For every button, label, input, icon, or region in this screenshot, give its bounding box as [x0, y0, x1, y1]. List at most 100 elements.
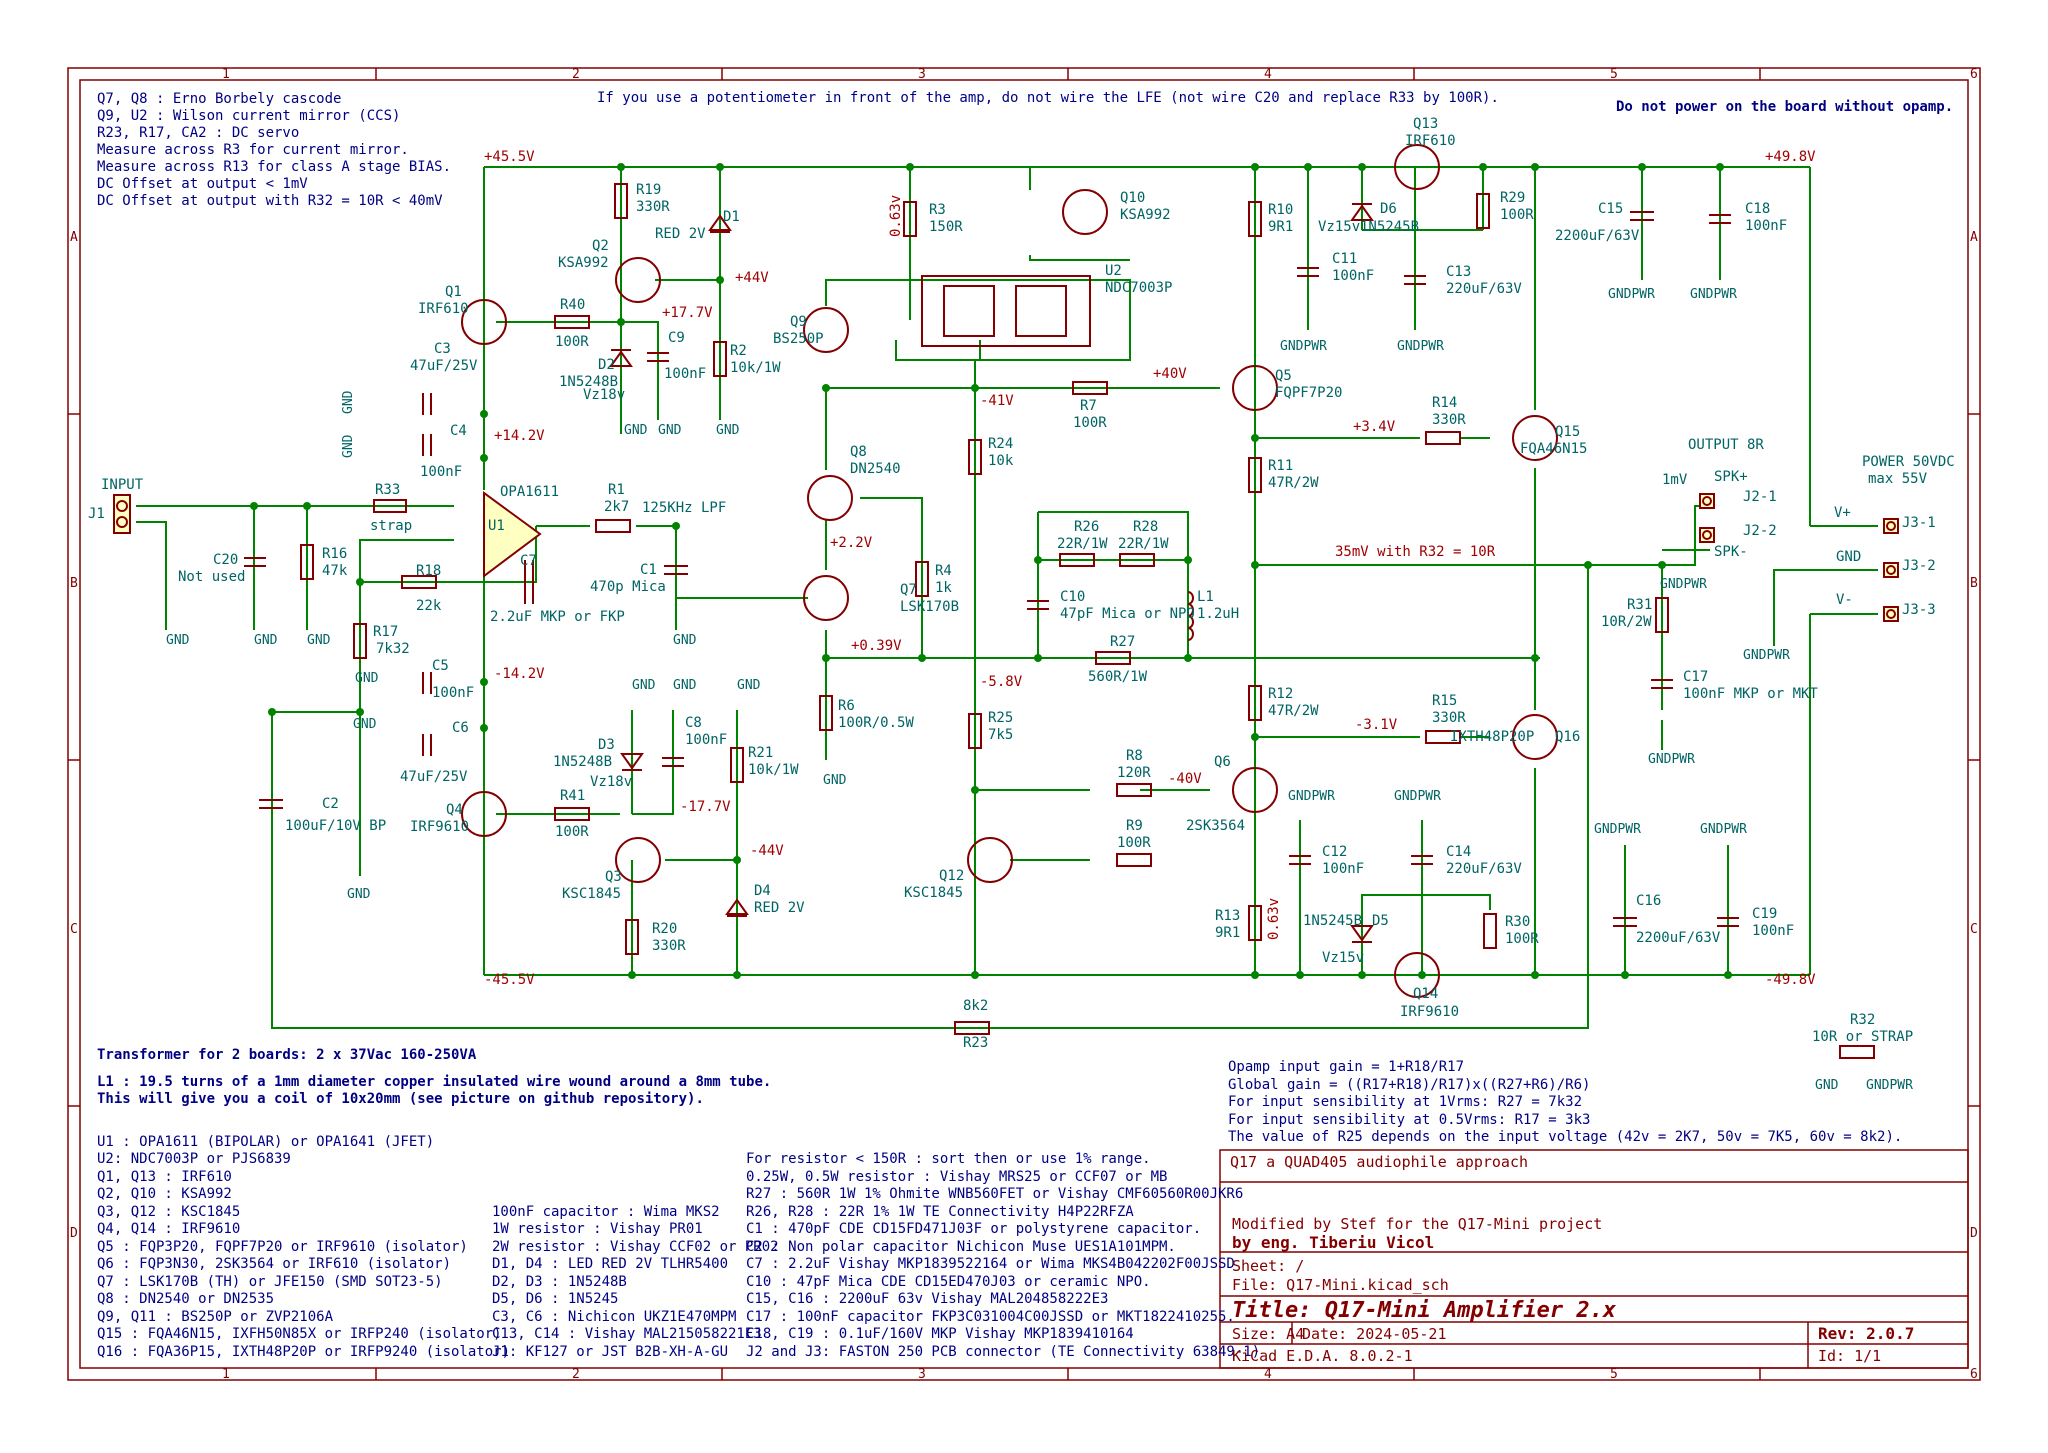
component-ref: D4: [754, 883, 771, 899]
component-ref: R27: [1110, 634, 1135, 650]
bom-line: R27 : 560R 1W 1% Ohmite WNB560FET or Vis…: [746, 1186, 1243, 1202]
component-ref: C1: [640, 562, 657, 578]
power-symbol-label: GND: [1815, 1078, 1839, 1093]
component-value: 47uF/25V: [400, 769, 468, 785]
bom-line: C1 : 470pF CDE CD15FD471J03F or polystyr…: [746, 1221, 1201, 1237]
component-ref: R7: [1080, 398, 1097, 414]
bom-line: C3, C6 : Nichicon UKZ1E470MPM: [492, 1309, 736, 1325]
component-value: DN2540: [850, 461, 901, 477]
component-ref: R29: [1500, 190, 1525, 206]
net-label: -41V: [980, 393, 1014, 409]
component-value: 100R: [1500, 207, 1534, 223]
bom-column-3: For resistor < 150R : sort then or use 1…: [746, 1151, 1260, 1360]
bom-column-1: U1 : OPA1611 (BIPOLAR) or OPA1641 (JFET)…: [97, 1134, 510, 1360]
title-date: Date: 2024-05-21: [1302, 1325, 1447, 1343]
component-value: SPK+: [1714, 469, 1748, 485]
component-ref: Q9: [790, 314, 807, 330]
note-opamp-warning: Do not power on the board without opamp.: [1616, 99, 1953, 115]
component-ref: C3: [434, 341, 451, 357]
frame-row-label: D: [70, 1226, 78, 1241]
component-ref: C10: [1060, 589, 1085, 605]
bom-line: C7 : 2.2uF Vishay MKP1839522164 or Wima …: [746, 1256, 1235, 1272]
gain-note: Global gain = ((R17+R18)/R17)x((R27+R6)/…: [1228, 1077, 1590, 1093]
component-ref: R33: [375, 482, 400, 498]
bom-line: Q3, Q12 : KSC1845: [97, 1204, 240, 1220]
component-ref: R13: [1215, 908, 1240, 924]
component-ref: C18: [1745, 201, 1770, 217]
net-label: 35mV with R32 = 10R: [1335, 544, 1496, 560]
title-id: Id: 1/1: [1818, 1347, 1881, 1365]
component-ref: J3-3: [1902, 602, 1936, 618]
bom-line: C13, C14 : Vishay MAL215058221E3: [492, 1326, 762, 1342]
component-value: 2k7: [604, 499, 629, 515]
component-ref: D1: [723, 209, 740, 225]
frame-column-label: 4: [1264, 1367, 1272, 1382]
frame-column-label: 6: [1970, 1367, 1978, 1382]
component-ref: R12: [1268, 686, 1293, 702]
bom-line: Q6 : FQP3N30, 2SK3564 or IRF610 (isolato…: [97, 1256, 451, 1272]
component-value: 220uF/63V: [1446, 281, 1522, 297]
component-value: KSA992: [558, 255, 609, 271]
title-main: Title: Q17-Mini Amplifier 2.x: [1232, 1298, 1617, 1323]
frame-row-label: C: [70, 922, 78, 937]
component-value: 330R: [636, 199, 670, 215]
net-label: +44V: [735, 270, 769, 286]
component-value: 1N5245B: [1303, 913, 1362, 929]
frame-column-label: 3: [918, 67, 926, 82]
bom-line: R26, R28 : 22R 1% 1W TE Connectivity H4P…: [746, 1204, 1134, 1220]
component-labels: Q7LSK170BQ8DN2540Q9BS250PQ10KSA992U2NDC7…: [88, 116, 1955, 1093]
component-ref: R30: [1505, 914, 1530, 930]
frame-row-label: B: [70, 576, 78, 591]
component-ref: J2-1: [1743, 489, 1777, 505]
component-ref: Q4: [446, 802, 463, 818]
title-author: by eng. Tiberiu Vicol: [1232, 1233, 1434, 1252]
component-ref: R1: [608, 482, 625, 498]
notes-top-left: Q7, Q8 : Erno Borbely cascode Q9, U2 : W…: [97, 91, 451, 209]
component-ref: R19: [636, 182, 661, 198]
component-value: IRF9610: [410, 819, 469, 835]
component-value: 150R: [929, 219, 963, 235]
component-ref: R41: [560, 788, 585, 804]
bom-line: 100nF capacitor : Wima MKS2: [492, 1204, 720, 1220]
component-value: 1N5248B: [553, 754, 612, 770]
component-value: 100nF MKP or MKT: [1683, 686, 1818, 702]
net-label: 0.63v: [888, 195, 904, 237]
component-ref: R8: [1126, 748, 1143, 764]
bom-line: 0.25W, 0.5W resistor : Vishay MRS25 or C…: [746, 1169, 1167, 1185]
component-value: KSC1845: [562, 886, 621, 902]
component-value: 22R/1W: [1057, 536, 1108, 552]
bom-line: C2 : Non polar capacitor Nichicon Muse U…: [746, 1239, 1176, 1255]
component-ref: R10: [1268, 202, 1293, 218]
power-symbol-label: GND: [624, 423, 648, 438]
component-ref: C19: [1752, 906, 1777, 922]
power-symbol-label: GND: [355, 671, 379, 686]
component-value: 330R: [652, 938, 686, 954]
component-ref: Q14: [1413, 986, 1438, 1002]
note-line: R23, R17, CA2 : DC servo: [97, 125, 299, 141]
component-value: 100uF/10V BP: [285, 818, 386, 834]
bom-line: D2, D3 : 1N5248B: [492, 1274, 627, 1290]
component-value: 330R: [1432, 412, 1466, 428]
power-symbol-label: GND: [716, 423, 740, 438]
component-value: 2.2uF MKP or FKP: [490, 609, 625, 625]
title-comment: Q17 a QUAD405 audiophile approach: [1230, 1153, 1528, 1171]
bom-line: Q1, Q13 : IRF610: [97, 1169, 232, 1185]
component-value: 100R: [555, 824, 589, 840]
power-symbol-label: GNDPWR: [1594, 822, 1641, 837]
component-value: 1.2uH: [1197, 606, 1239, 622]
component-value: 2200uF/63V: [1636, 930, 1721, 946]
frame-column-label: 5: [1610, 67, 1618, 82]
component-ref: C11: [1332, 251, 1357, 267]
component-value: 22k: [416, 598, 442, 614]
component-value: Vz18v: [590, 774, 632, 790]
component-value: RED 2V: [655, 226, 706, 242]
bom-line: J2 and J3: FASTON 250 PCB connector (TE …: [746, 1344, 1260, 1360]
power-symbol-label: GND: [341, 390, 356, 414]
component-ref: R40: [560, 297, 585, 313]
component-value: KSC1845: [904, 885, 963, 901]
component-value: 47k: [322, 563, 348, 579]
component-value: 47R/2W: [1268, 475, 1319, 491]
component-value: 10R/2W: [1601, 614, 1652, 630]
